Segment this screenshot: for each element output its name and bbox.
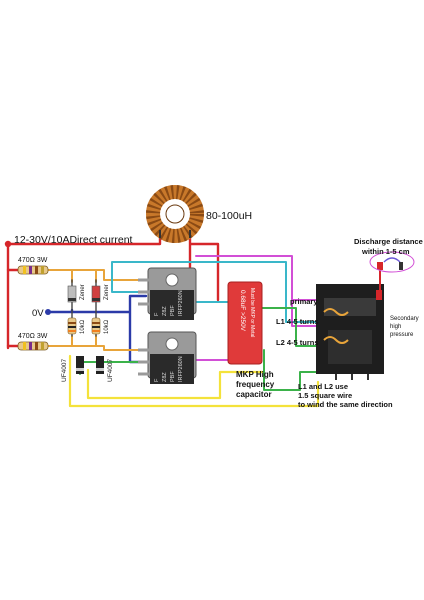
- yellow-wire-inner: [86, 368, 264, 400]
- gate-wire-top: [47, 269, 147, 283]
- resistor-470-top: [17, 265, 49, 275]
- res-bottom-label: 470Ω 3W: [18, 333, 48, 340]
- flyback-transformer: [316, 284, 384, 380]
- supply-terminal: [4, 240, 12, 248]
- res-10k-a-label: 10kΩ: [80, 319, 86, 334]
- diode-uf4007-a: [76, 356, 84, 374]
- inductor-label: 80-100uH: [206, 210, 252, 222]
- mosfet-top-line4: F: [154, 312, 160, 316]
- discharge-gap: [369, 251, 415, 273]
- zener-a-label: Zener: [80, 284, 86, 300]
- toroid-inductor: [146, 185, 204, 243]
- capacitor-body-line1: 0.68uF >250V: [239, 290, 246, 332]
- mosfet-bottom-line3: Z8Z: [162, 372, 168, 382]
- mosfet-top-line3: Z8Z: [162, 306, 168, 316]
- diode-b-label: UF4007: [107, 358, 114, 382]
- mosfet-bottom-line2: PBF: [170, 371, 176, 382]
- mosfet-top-line2: PBF: [170, 305, 176, 316]
- winding-note-line2: 1.5 square wire: [298, 391, 352, 400]
- l1-label: L1 4-5 turns: [276, 317, 319, 326]
- discharge-line1: Discharge distance: [354, 237, 423, 246]
- mosfet-bottom: [138, 331, 197, 384]
- res-top-label: 470Ω 3W: [18, 257, 48, 264]
- capacitor-note-line2: frequency: [236, 380, 275, 389]
- resistor-470-bottom: [17, 341, 49, 351]
- drain-wire-green-2: [229, 307, 323, 391]
- zener-diode-b: [91, 285, 101, 303]
- ground-terminal: [45, 309, 51, 315]
- mosfet-bottom-line1: IRFP260N: [178, 356, 184, 382]
- discharge-line2: within 1-5 cm: [361, 247, 410, 256]
- ground-label: 0V: [32, 308, 44, 319]
- primary-label: primary: [290, 297, 318, 306]
- mosfet-top: [138, 267, 197, 320]
- capacitor-note-line3: capacitor: [236, 390, 272, 399]
- capacitor-note-line1: MKP High: [236, 370, 274, 379]
- zener-b-label: Zener: [104, 284, 110, 300]
- diode-a-label: UF4007: [61, 358, 68, 382]
- secondary-line1: Secondary: [390, 316, 419, 322]
- resistor-10k-a: [67, 317, 77, 335]
- supply-label: 12-30V/10ADirect current: [14, 234, 133, 246]
- diode-uf4007-b: [96, 356, 104, 374]
- l2-label: L2 4-5 turns: [276, 338, 319, 347]
- positive-wire: [6, 234, 220, 350]
- secondary-line3: pressure: [390, 332, 414, 338]
- capacitor-body-line2: Must be MKP or Metal: [249, 288, 255, 337]
- winding-note-line1: L1 and L2 use: [298, 382, 348, 391]
- zener-diode-a: [67, 285, 77, 303]
- resistor-10k-b: [91, 317, 101, 335]
- secondary-line2: high: [390, 324, 401, 330]
- ground-electrode: [399, 262, 403, 270]
- mosfet-bottom-line4: F: [154, 378, 160, 382]
- hv-electrode: [377, 262, 383, 270]
- mkp-capacitor: [227, 281, 263, 365]
- yellow-wire-outer: [68, 354, 320, 408]
- drain-wire-magenta: [195, 255, 323, 327]
- winding-note-line3: to wind the same direction: [298, 400, 393, 409]
- gate-wire-bottom: [47, 335, 147, 351]
- res-10k-b-label: 10kΩ: [104, 319, 110, 334]
- mosfet-top-line1: IRFP260N: [178, 290, 184, 316]
- discharge-arc: [383, 257, 401, 263]
